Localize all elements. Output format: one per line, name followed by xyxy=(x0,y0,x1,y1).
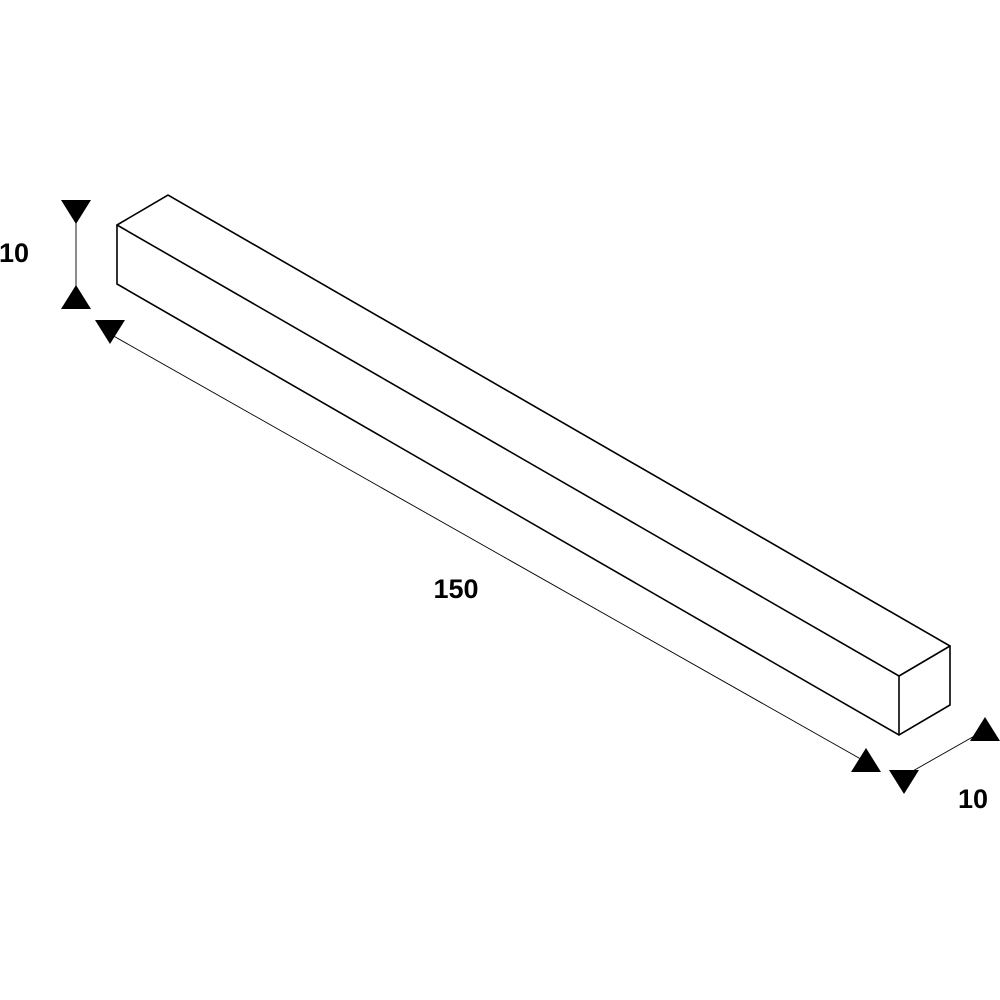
arrow-up-icon xyxy=(851,748,881,772)
bar-end-face xyxy=(899,646,950,735)
height-dimension-label: 10 xyxy=(0,238,29,268)
length-dimension: 150 xyxy=(95,320,881,772)
depth-dimension: 10 xyxy=(889,717,1000,814)
length-dimension-line xyxy=(109,333,867,763)
arrow-down-icon xyxy=(61,200,91,224)
bar-profile xyxy=(116,194,951,736)
arrow-down-icon xyxy=(889,770,919,794)
bar-top-front-edge xyxy=(116,224,900,677)
arrow-up-icon xyxy=(970,717,1000,741)
height-dimension: 10 xyxy=(0,200,91,309)
depth-dimension-label: 10 xyxy=(958,784,988,814)
bar-end-top-edge xyxy=(898,645,951,677)
arrow-down-icon xyxy=(95,320,125,344)
bar-top-face xyxy=(117,195,950,676)
depth-dimension-line xyxy=(903,729,986,777)
length-dimension-label: 150 xyxy=(433,574,478,604)
bar-outline xyxy=(116,194,951,736)
arrow-up-icon xyxy=(61,285,91,309)
bar-front-face xyxy=(117,225,899,735)
